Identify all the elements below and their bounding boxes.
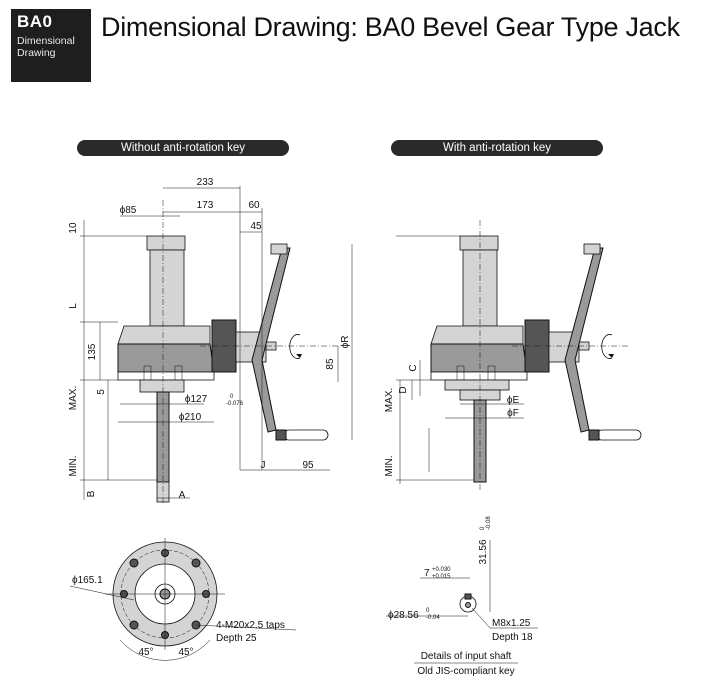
dim-A: A (179, 490, 186, 501)
left-base-plate (117, 371, 215, 381)
right-jack-drawing: C D MAX. MIN. ϕE ϕF (384, 220, 642, 490)
left-rotation-arrow (289, 334, 301, 359)
dim-D: D (398, 386, 409, 393)
dim-dia85: ϕ85 (120, 205, 137, 216)
dim-L: L (68, 303, 79, 309)
dim-diaF: ϕF (507, 408, 519, 419)
angle-arc (119, 639, 211, 661)
dim-w7-tol-bot: +0.015 (432, 574, 451, 580)
dim-h3156: 31.56 (478, 539, 489, 564)
left-gear-body (117, 343, 215, 373)
right-crank-pivot (588, 429, 600, 441)
page-title: Dimensional Drawing: BA0 Bevel Gear Type… (101, 12, 680, 42)
label-without-key: Without anti-rotation key (77, 140, 289, 156)
dim-w7: 7 (424, 568, 430, 579)
dim-w7-tol-top: +0.030 (432, 567, 451, 573)
left-flange (117, 325, 211, 345)
left-handwheel-spoke (251, 247, 291, 433)
flange-bolt-1 (129, 558, 139, 568)
dim-min: MIN. (68, 455, 79, 476)
left-crank-handle (283, 429, 329, 441)
right-handwheel-rim-top (583, 243, 601, 255)
right-flange (430, 325, 524, 345)
leader-taps (195, 624, 297, 631)
right-key-housing (444, 379, 510, 391)
shaft-key (464, 593, 472, 600)
taps-line-1: 4-M20x2.5 taps (216, 620, 285, 631)
dim-B: B (86, 490, 97, 497)
right-dim-max: MAX. (384, 388, 395, 412)
dim-95: 95 (302, 460, 314, 471)
dim-135: 135 (87, 343, 98, 360)
left-screw-cap (146, 235, 186, 251)
dim-dia127: ϕ127 (185, 394, 208, 405)
badge-line-2: Drawing (17, 47, 56, 59)
caption-line-2: Old JIS-compliant key (417, 666, 514, 677)
input-shaft-detail: 7 +0.030 +0.015 31.56 0 -0.08 ϕ28.56 0 -… (386, 516, 538, 677)
caption-line-1: Details of input shaft (421, 651, 512, 662)
dim-173: 173 (197, 200, 214, 211)
dim-233: 233 (197, 177, 214, 188)
dim-max: MAX. (68, 386, 79, 410)
dim-diaR: ϕR (340, 336, 351, 349)
right-screw-cap (459, 235, 499, 251)
taps-line-2: Depth 25 (216, 633, 257, 644)
right-rotation-arrowhead (608, 354, 614, 358)
right-dim-min: MIN. (384, 455, 395, 476)
m8-line-2: Depth 18 (492, 632, 533, 643)
dim-10: 10 (68, 222, 79, 234)
dim-diaE: ϕE (507, 395, 520, 406)
angle-45-right: 45° (178, 647, 193, 658)
dim-J: J (261, 460, 266, 471)
dim-dia2856-tol-bot: -0.04 (426, 615, 440, 621)
leader-dia165 (69, 585, 135, 601)
leader-m8 (471, 607, 491, 629)
right-rotation-arrow (601, 334, 613, 359)
flange-bolt-2 (191, 558, 201, 568)
dim-dia2856: ϕ28.56 (388, 610, 419, 621)
product-code-badge: BA0 Dimensional Drawing (11, 9, 91, 82)
dim-dia210: ϕ210 (179, 412, 202, 423)
dim-dia165: ϕ165.1 (72, 575, 103, 586)
left-jack-drawing: 233 173 60 45 ϕ85 10 L 135 5 MAX. MIN. B… (68, 177, 353, 505)
dim-dia127-tol-top: 0 (230, 394, 234, 400)
left-lower-nut (139, 379, 185, 393)
dim-h3156-tol-top: 0 (480, 526, 486, 530)
badge-code: BA0 (17, 12, 53, 31)
dim-C: C (408, 364, 419, 371)
shaft-tap-hole (465, 602, 471, 608)
angle-45-left: 45° (138, 647, 153, 658)
left-handwheel-rim-top (270, 243, 288, 255)
flange-plan-view: ϕ165.1 4-M20x2.5 taps Depth 25 45° 45° (69, 538, 297, 661)
right-base-plate (430, 371, 528, 381)
dim-85: 85 (325, 358, 336, 370)
flange-bolt-3 (129, 620, 139, 630)
badge-line-1: Dimensional (17, 35, 75, 47)
dim-dia2856-tol-top: 0 (426, 608, 430, 614)
right-handwheel-spoke (564, 247, 604, 433)
m8-line-1: M8x1.25 (492, 618, 531, 629)
left-upper-housing (149, 249, 185, 327)
dim-dia127-tol-bot: -0.076 (226, 401, 244, 407)
label-with-key: With anti-rotation key (391, 140, 603, 156)
left-rotation-arrowhead (296, 354, 302, 358)
dim-45: 45 (250, 221, 262, 232)
dim-h3156-tol-bot: -0.08 (486, 516, 492, 530)
left-crank-pivot (275, 429, 287, 441)
dim-5: 5 (96, 389, 107, 395)
right-gear-body (430, 343, 528, 373)
dim-60: 60 (248, 200, 260, 211)
right-crank-handle (596, 429, 642, 441)
